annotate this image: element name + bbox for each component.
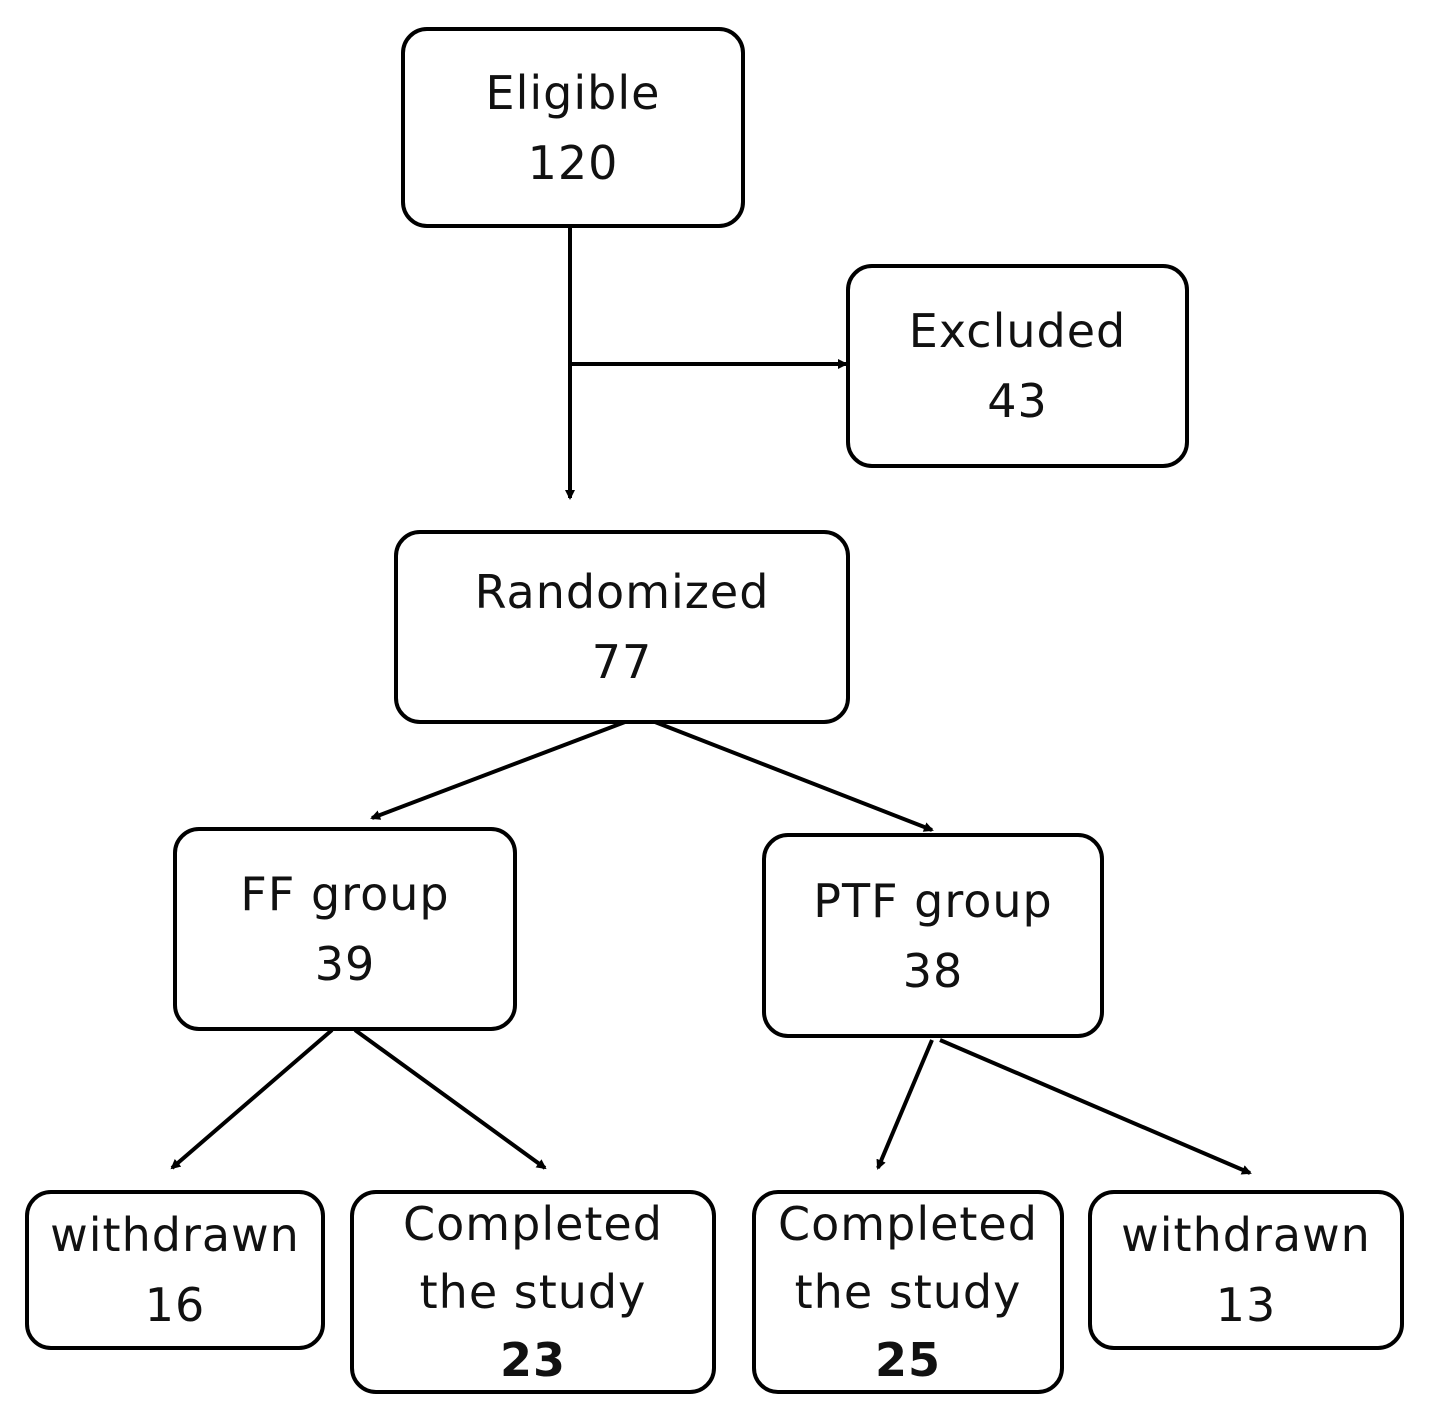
eligible-count: 120 [527,135,619,190]
eligible-label: Eligible [485,65,661,120]
ptf-withdrawn-box: withdrawn 13 [1088,1190,1404,1350]
ff-group-label: FF group [240,867,450,921]
ptf-group-count: 38 [902,943,964,998]
arrow-ff-to-withdrawn [170,1028,334,1170]
ptf-completed-count: 25 [874,1333,941,1387]
ff-withdrawn-label: withdrawn [50,1208,300,1262]
eligible-box: Eligible 120 [401,27,745,228]
arrow-randomized-to-ptf [654,720,934,832]
ff-completed-line1: Completed [403,1197,663,1251]
ptf-completed-box: Completed the study 25 [752,1190,1064,1394]
ptf-group-box: PTF group 38 [762,833,1104,1038]
ff-withdrawn-box: withdrawn 16 [25,1190,325,1350]
arrow-ptf-to-completed [876,1039,934,1170]
excluded-box: Excluded 43 [846,264,1189,468]
ptf-withdrawn-label: withdrawn [1121,1208,1371,1262]
ff-completed-count: 23 [499,1333,566,1387]
arrow-ff-to-completed [353,1028,547,1170]
arrow-ptf-to-withdrawn [939,1038,1252,1175]
ff-completed-line2: the study [419,1265,647,1319]
ptf-completed-line2: the study [794,1265,1022,1319]
ptf-completed-line1: Completed [778,1197,1038,1251]
randomized-label: Randomized [474,565,770,619]
randomized-count: 77 [591,635,653,689]
ff-group-count: 39 [314,937,376,991]
randomized-box: Randomized 77 [394,530,850,724]
ff-completed-box: Completed the study 23 [350,1190,716,1394]
ff-withdrawn-count: 16 [144,1278,206,1332]
ptf-withdrawn-count: 13 [1215,1278,1277,1332]
excluded-count: 43 [987,374,1048,428]
ff-group-box: FF group 39 [173,827,517,1031]
ptf-group-label: PTF group [813,873,1053,928]
excluded-label: Excluded [908,304,1127,358]
arrow-randomized-to-ff [370,720,626,820]
